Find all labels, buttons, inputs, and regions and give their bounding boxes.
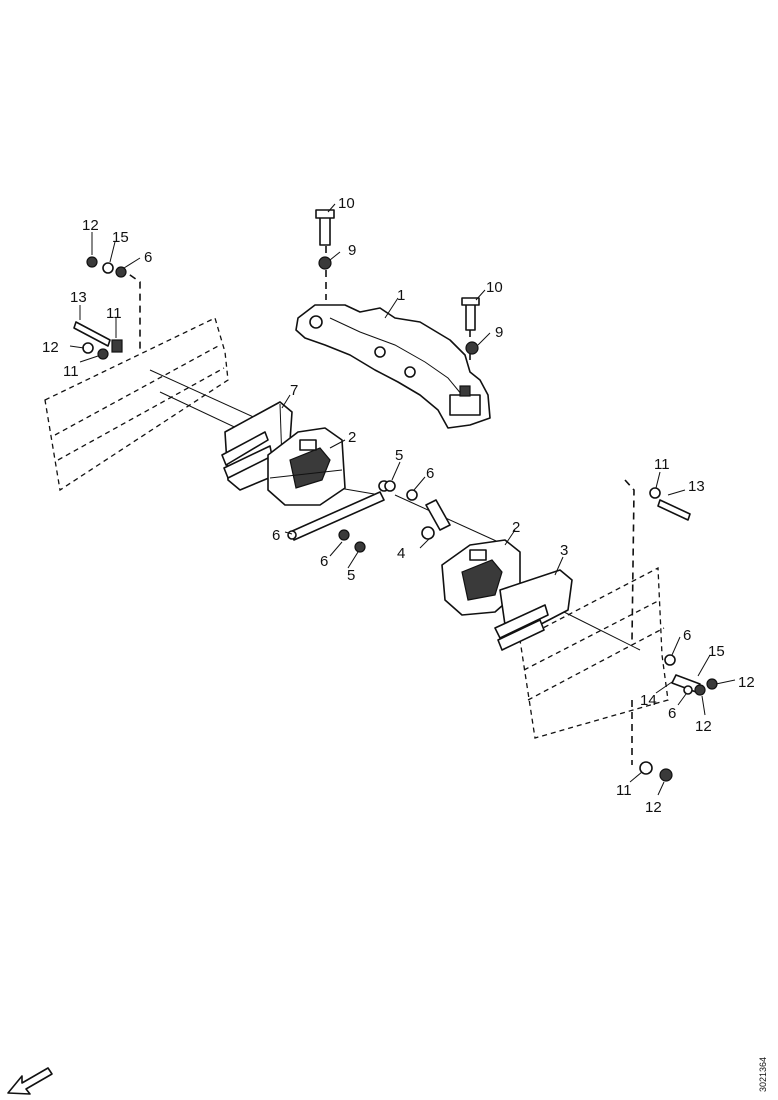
callout-2-left: 2	[348, 429, 356, 446]
callout-14: 14	[640, 692, 657, 709]
callout-1: 1	[397, 287, 405, 304]
callout-11-right-lower: 11	[616, 782, 632, 799]
left-engine-mount	[267, 427, 346, 506]
callout-13-right: 13	[688, 478, 705, 495]
callout-6-right-upper: 6	[683, 627, 691, 644]
callout-12-right-side: 12	[738, 674, 755, 691]
callout-6-link-bottom: 6	[320, 553, 328, 570]
callout-10-right: 10	[486, 279, 503, 296]
callout-6-right-lower: 6	[668, 705, 676, 722]
right-cradle-bracket	[494, 569, 573, 651]
arrow-icon	[7, 1067, 53, 1095]
right-link	[421, 499, 451, 540]
figure-reference-code: 3021364	[758, 1057, 768, 1092]
right-frame-panel	[519, 566, 669, 739]
fasteners	[73, 209, 718, 782]
callout-11-left-lower: 11	[63, 363, 79, 380]
callout-15-right: 15	[708, 643, 725, 660]
callout-6-link-left: 6	[272, 527, 280, 544]
callout-2-right: 2	[512, 519, 520, 536]
callout-12-lower: 12	[645, 799, 662, 816]
callout-12-upper-left: 12	[82, 217, 99, 234]
callout-9-right: 9	[495, 324, 503, 341]
callout-11-upper-left: 11	[106, 305, 122, 322]
callout-7: 7	[290, 382, 298, 399]
callout-labels: 1 2 2 3 4 5 5 6 6 6 6 6 6 7 9 9 10 10 11…	[42, 195, 755, 816]
callout-9-top: 9	[348, 242, 356, 259]
callout-5-bottom: 5	[347, 567, 355, 584]
callout-15-left: 15	[112, 229, 129, 246]
callout-11-right-upper: 11	[654, 456, 670, 473]
callout-13-left: 13	[70, 289, 87, 306]
callout-12-right-bottom: 12	[695, 718, 712, 735]
callout-10-top: 10	[338, 195, 355, 212]
leader-lines	[69, 203, 736, 796]
callout-6-upper-left: 6	[144, 249, 152, 266]
callout-5-top: 5	[395, 447, 403, 464]
crossmember-bracket	[295, 304, 491, 429]
callout-12-left: 12	[42, 339, 59, 356]
callout-4: 4	[397, 545, 405, 562]
callout-3: 3	[560, 542, 568, 559]
callout-6-middle: 6	[426, 465, 434, 482]
